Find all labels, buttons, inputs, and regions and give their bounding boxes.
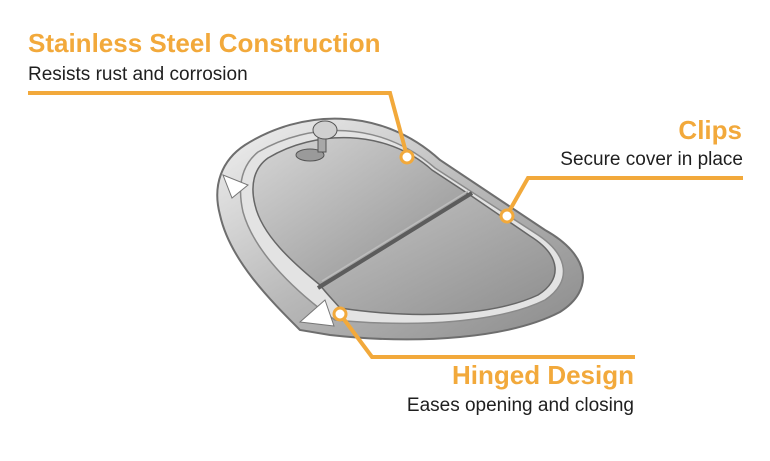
callout-desc-hinged: Eases opening and closing — [406, 395, 634, 416]
leader-line-hinged — [338, 312, 635, 359]
knob-icon — [295, 120, 338, 162]
callout-title-hinged: Hinged Design — [451, 360, 634, 390]
callout-desc-stainless: Resists rust and corrosion — [28, 64, 248, 85]
rim-notch-top — [222, 174, 249, 199]
callout-marker-icon — [499, 208, 515, 224]
callout-marker-icon — [399, 149, 415, 165]
callout-title-stainless: Stainless Steel Construction — [28, 28, 381, 58]
lid-half-front — [318, 194, 556, 316]
callout-marker-icon — [332, 306, 348, 322]
callout-desc-clips: Secure cover in place — [560, 149, 743, 170]
rim-notch-bottom — [298, 299, 335, 327]
lid-half-back — [252, 136, 472, 286]
callout-title-clips: Clips — [678, 115, 742, 145]
leader-line-clips — [505, 176, 743, 216]
hinge-seam — [316, 191, 474, 290]
leader-line-stainless — [28, 91, 409, 157]
